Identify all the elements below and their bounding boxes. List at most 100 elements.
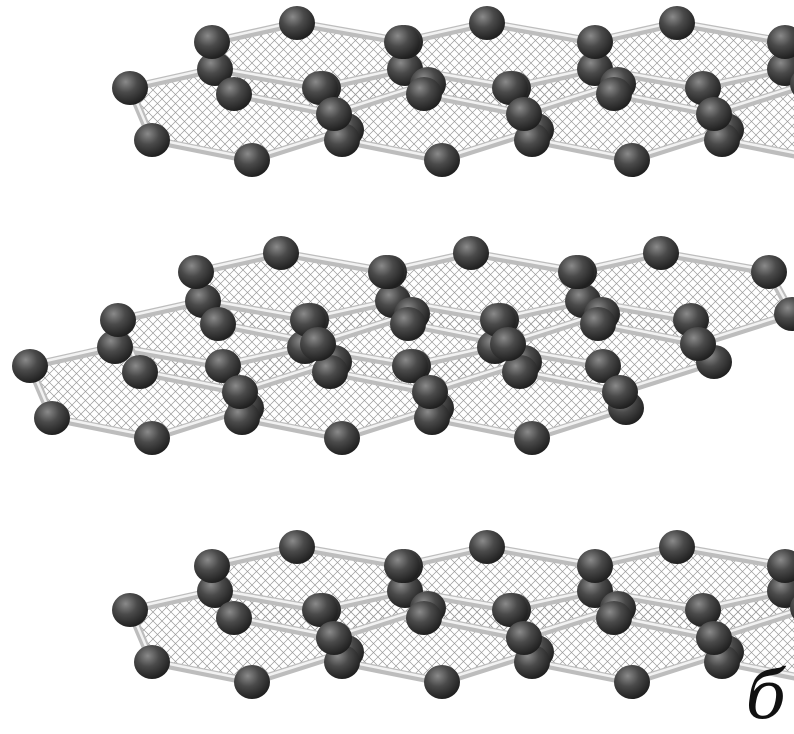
carbon-atom — [122, 355, 158, 389]
carbon-atom — [596, 77, 632, 111]
carbon-atom — [134, 645, 170, 679]
carbon-atom — [279, 530, 315, 564]
carbon-atom — [406, 601, 442, 635]
bond — [673, 543, 789, 570]
carbon-atom — [514, 123, 550, 157]
carbon-atom — [224, 401, 260, 435]
middle-graphite-layer-atoms — [12, 236, 794, 455]
carbon-atom — [490, 327, 526, 361]
middle-graphite-layer-planes — [30, 253, 792, 438]
carbon-atom — [506, 621, 542, 655]
carbon-atom — [324, 123, 360, 157]
carbon-atom — [580, 307, 616, 341]
carbon-atom — [696, 97, 732, 131]
carbon-atom — [767, 25, 794, 59]
bond — [483, 543, 599, 570]
top-graphite-layer-planes — [130, 23, 794, 160]
hexagon-plane — [576, 253, 792, 344]
bond — [673, 19, 789, 46]
carbon-atom — [279, 6, 315, 40]
carbon-atom — [424, 665, 460, 699]
carbon-atom — [234, 143, 270, 177]
hexagon-plane — [386, 253, 602, 344]
carbon-atom — [414, 401, 450, 435]
carbon-atom — [368, 255, 404, 289]
top-graphite-layer-atoms — [112, 6, 794, 177]
middle-graphite-layer — [12, 236, 794, 455]
carbon-atom — [643, 236, 679, 270]
carbon-atom — [384, 25, 420, 59]
hexagon-plane — [212, 547, 428, 638]
carbon-atom — [514, 421, 550, 455]
carbon-atom — [424, 143, 460, 177]
bond-highlight — [675, 544, 787, 566]
carbon-atom — [324, 421, 360, 455]
hexagon-plane — [212, 23, 428, 114]
carbon-atom — [200, 307, 236, 341]
carbon-atom — [302, 593, 338, 627]
carbon-atom — [312, 355, 348, 389]
carbon-atom — [659, 6, 695, 40]
carbon-atom — [585, 349, 621, 383]
graphite-layers-diagram — [12, 6, 794, 699]
carbon-atom — [197, 52, 233, 86]
carbon-atom — [302, 71, 338, 105]
carbon-atom — [205, 349, 241, 383]
hexagon-plane — [402, 23, 618, 114]
carbon-atom — [577, 25, 613, 59]
carbon-atom — [774, 297, 794, 331]
carbon-atom — [704, 123, 740, 157]
carbon-atom — [316, 621, 352, 655]
carbon-atom — [790, 73, 794, 95]
carbon-atom — [412, 375, 448, 409]
top-graphite-layer — [112, 6, 794, 177]
carbon-atom — [406, 77, 442, 111]
carbon-atom — [506, 97, 542, 131]
carbon-atom — [767, 52, 794, 86]
bottom-graphite-layer-atoms — [112, 530, 794, 699]
carbon-atom — [194, 549, 230, 583]
carbon-atom — [300, 327, 336, 361]
carbon-atom — [97, 330, 133, 364]
carbon-atom — [194, 25, 230, 59]
carbon-atom — [680, 327, 716, 361]
carbon-atom — [685, 71, 721, 105]
hexagon-plane — [402, 547, 618, 638]
carbon-atom — [134, 421, 170, 455]
bond-highlight — [659, 250, 771, 272]
bond-highlight — [485, 544, 597, 566]
carbon-atom — [392, 349, 428, 383]
carbon-atom — [596, 601, 632, 635]
carbon-atom — [685, 593, 721, 627]
bond — [657, 249, 773, 276]
carbon-atom — [453, 236, 489, 270]
hexagon-plane — [592, 547, 794, 638]
carbon-atom — [316, 97, 352, 131]
carbon-atom — [469, 530, 505, 564]
carbon-atom — [263, 236, 299, 270]
carbon-atom — [178, 255, 214, 289]
carbon-atom — [602, 375, 638, 409]
carbon-atom — [767, 549, 794, 583]
bond-highlight — [675, 20, 787, 42]
panel-label: б — [745, 657, 786, 734]
carbon-atom — [614, 143, 650, 177]
carbon-atom — [112, 593, 148, 627]
carbon-atom — [384, 549, 420, 583]
carbon-atom — [34, 401, 70, 435]
hexagon-plane — [196, 253, 412, 344]
bond-highlight — [485, 20, 597, 42]
bottom-graphite-layer — [112, 530, 794, 699]
carbon-atom — [469, 6, 505, 40]
carbon-atom — [234, 665, 270, 699]
carbon-atom — [100, 303, 136, 337]
carbon-atom — [696, 621, 732, 655]
carbon-atom — [502, 355, 538, 389]
carbon-atom — [659, 530, 695, 564]
carbon-atom — [492, 593, 528, 627]
carbon-atom — [751, 255, 787, 289]
carbon-atom — [134, 123, 170, 157]
carbon-atom — [577, 549, 613, 583]
carbon-atom — [614, 665, 650, 699]
carbon-atom — [222, 375, 258, 409]
